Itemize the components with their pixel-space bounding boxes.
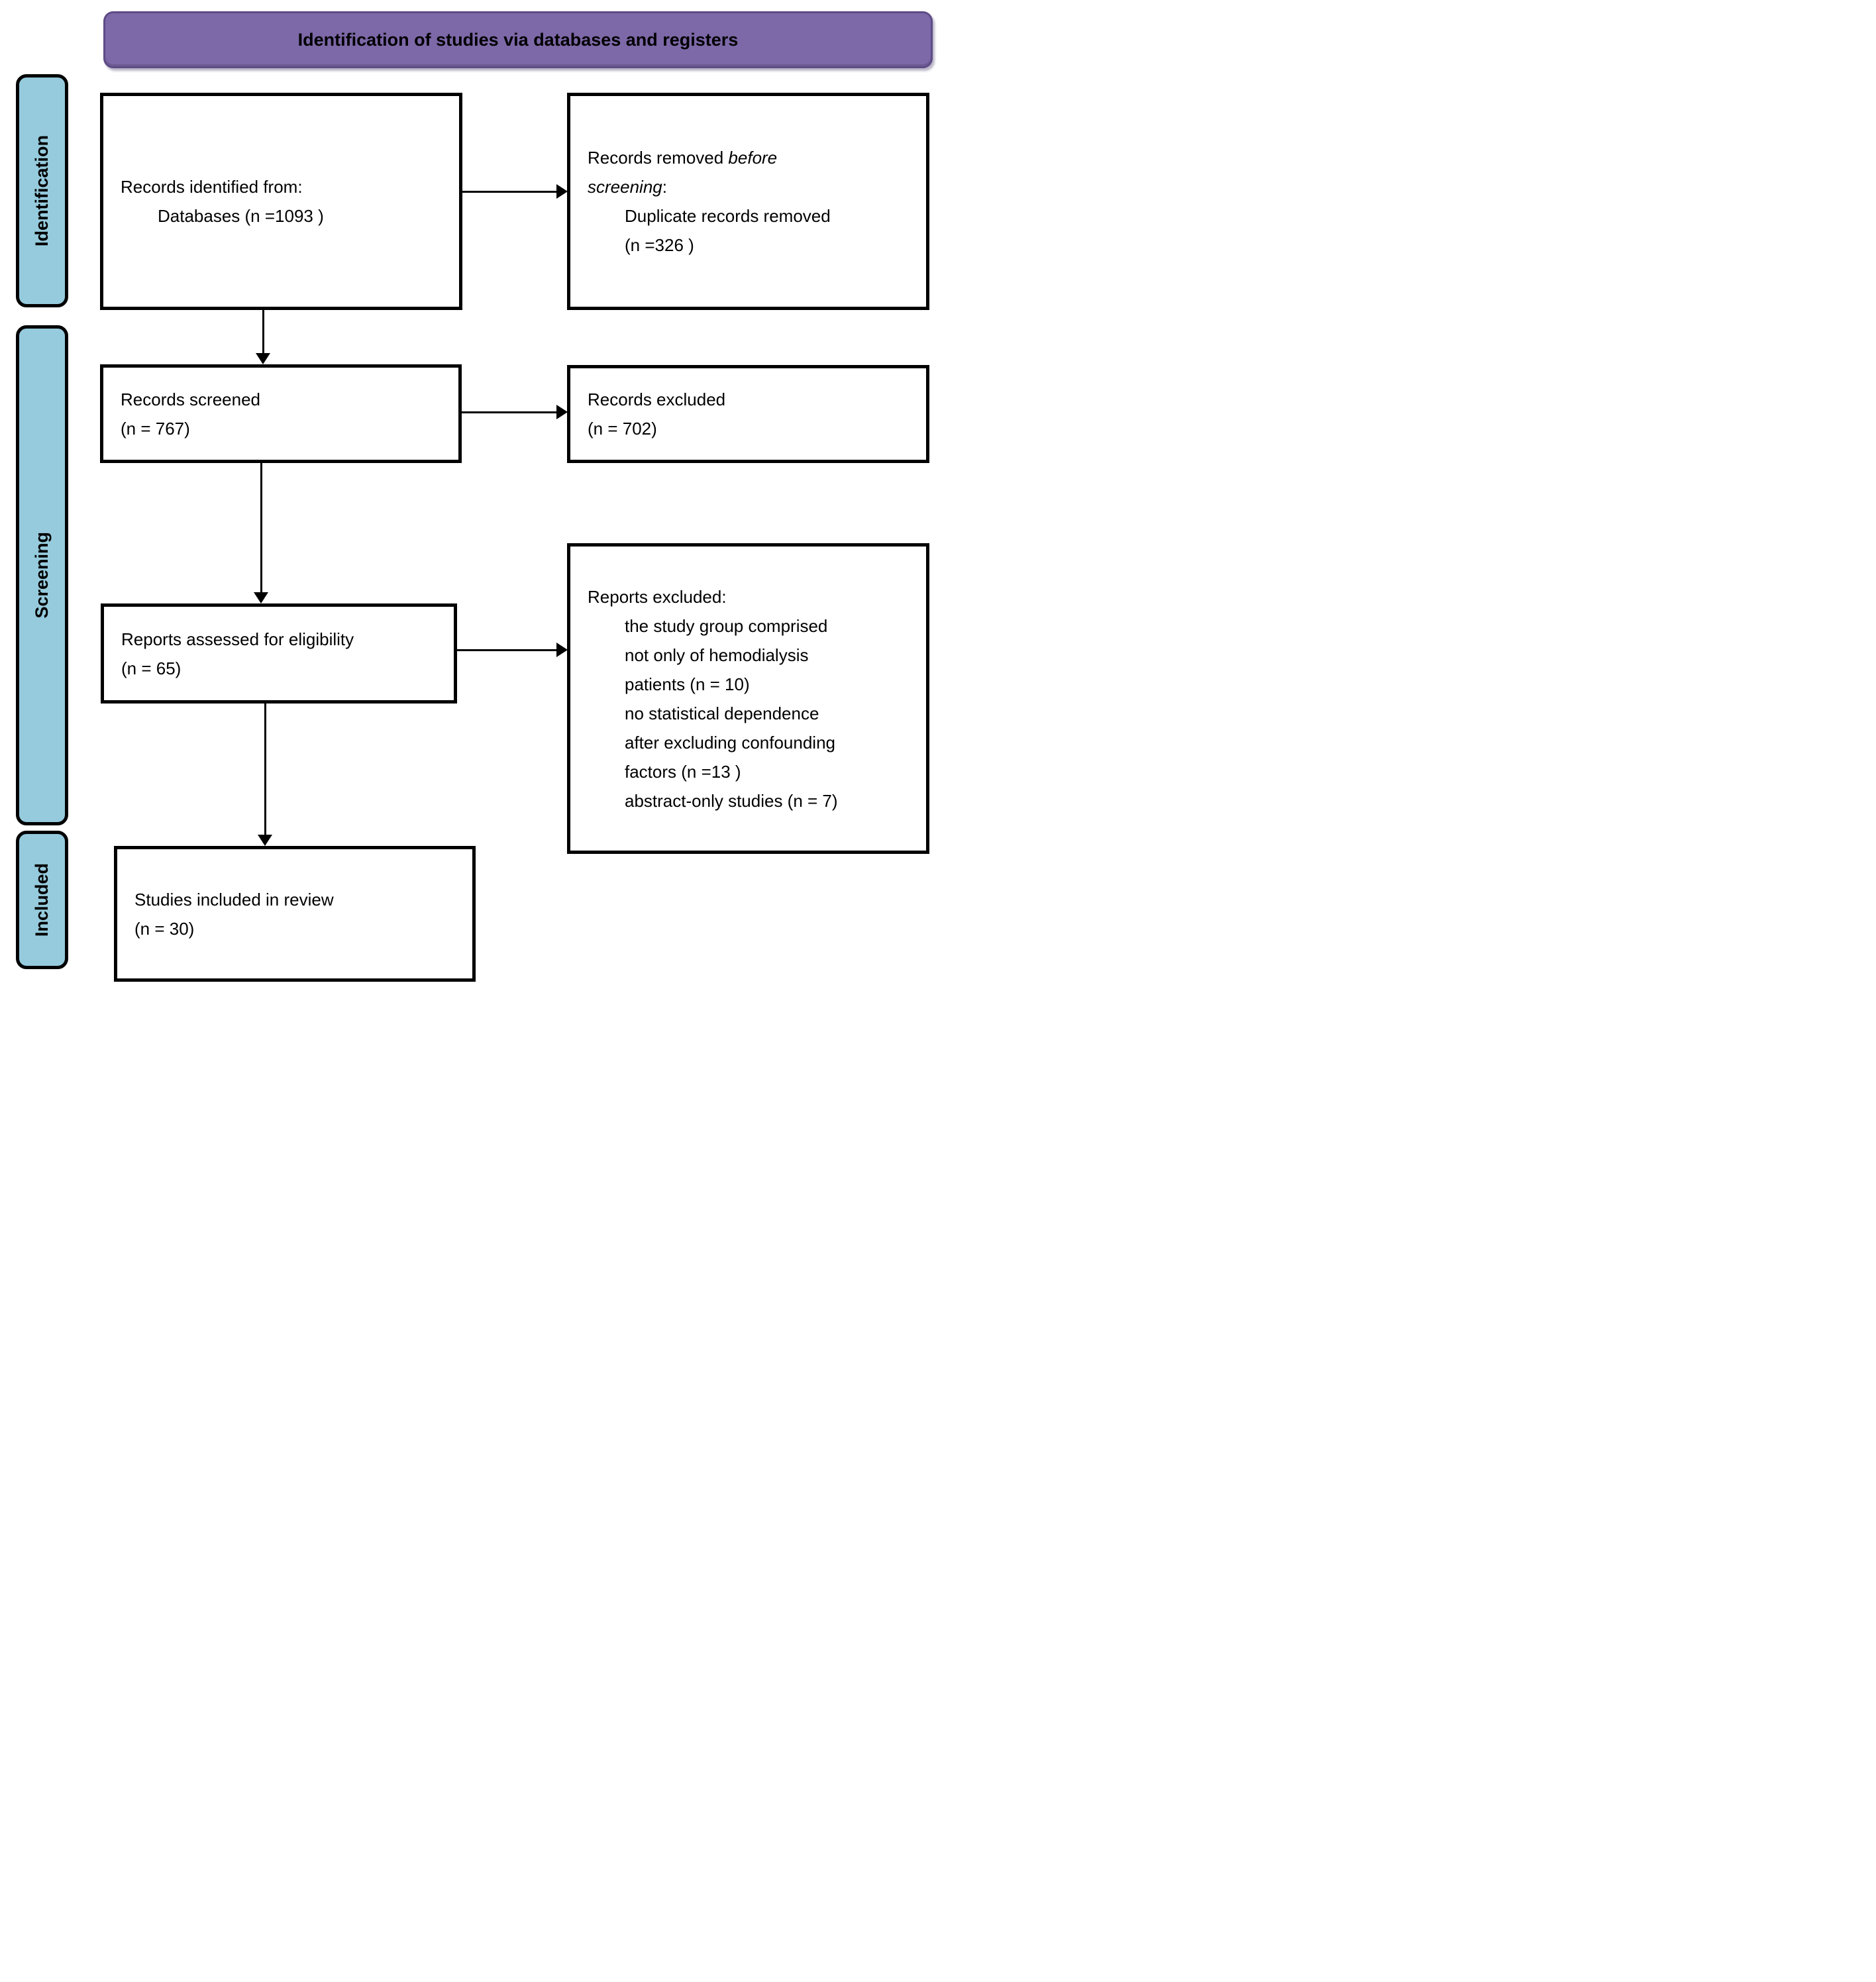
arrow-line [457,649,558,651]
arrowhead-right-icon [556,184,568,199]
records-identified-line-1: Records identified from: [121,177,303,197]
studies-included-line-2: (n = 30) [134,918,195,939]
reports-excluded-reason-line: not only of hemodialysis [625,645,809,665]
arrow-line [462,411,558,413]
reports-excluded-reason-line: no statistical dependence [625,703,819,723]
records-removed-line-4: (n =326 ) [625,235,694,255]
reports-excluded-reason-line: the study group comprised [625,615,828,636]
stage-label-identification-text: Identification [32,135,52,246]
reports-assessed-line-1: Reports assessed for eligibility [121,629,354,649]
box-reports-excluded: Reports excluded: the study group compri… [567,543,929,854]
arrowhead-right-icon [556,405,568,419]
records-identified-line-2: Databases (n =1093 ) [158,206,324,226]
reports-excluded-reason-line: factors (n =13 ) [625,761,741,782]
records-excluded-line-1: Records excluded [588,390,726,409]
stage-label-included-text: Included [32,862,52,937]
records-screened-line-2: (n = 767) [121,418,190,439]
reports-excluded-reason-line: after excluding confounding [625,732,836,753]
arrowhead-down-icon [256,353,270,364]
box-records-removed: Records removed before screening: Duplic… [567,93,929,310]
box-reports-assessed: Reports assessed for eligibility (n = 65… [101,603,457,704]
stage-label-included: Included [16,831,68,969]
diagram-title-banner: Identification of studies via databases … [103,11,933,68]
stage-label-screening: Screening [16,325,68,825]
reports-excluded-heading: Reports excluded: [588,586,727,607]
records-removed-line-1: Records removed before [588,148,778,168]
records-removed-line-3: Duplicate records removed [625,206,831,226]
arrow-line [260,463,262,593]
records-excluded-line-2: (n = 702) [588,419,657,439]
arrow-line [462,191,558,193]
records-screened-line-1: Records screened [121,389,260,409]
box-records-screened: Records screened (n = 767) [100,364,462,463]
stage-label-screening-text: Screening [32,532,52,619]
arrowhead-right-icon [556,643,568,657]
reports-excluded-reason-line: abstract-only studies (n = 7) [625,790,838,811]
arrow-line [262,310,264,355]
arrow-line [264,704,266,835]
reports-excluded-reason-line: patients (n = 10) [625,674,750,694]
box-studies-included: Studies included in review (n = 30) [114,846,476,982]
prisma-flow-diagram: Identification of studies via databases … [0,0,938,991]
stage-label-identification: Identification [16,74,68,307]
arrowhead-down-icon [258,835,272,846]
records-removed-line-2: screening: [588,177,667,197]
arrowhead-down-icon [254,592,268,603]
box-records-excluded: Records excluded (n = 702) [567,365,929,463]
box-records-identified: Records identified from: Databases (n =1… [100,93,462,310]
diagram-title: Identification of studies via databases … [297,29,739,50]
studies-included-line-1: Studies included in review [134,889,334,910]
reports-assessed-line-2: (n = 65) [121,658,182,678]
